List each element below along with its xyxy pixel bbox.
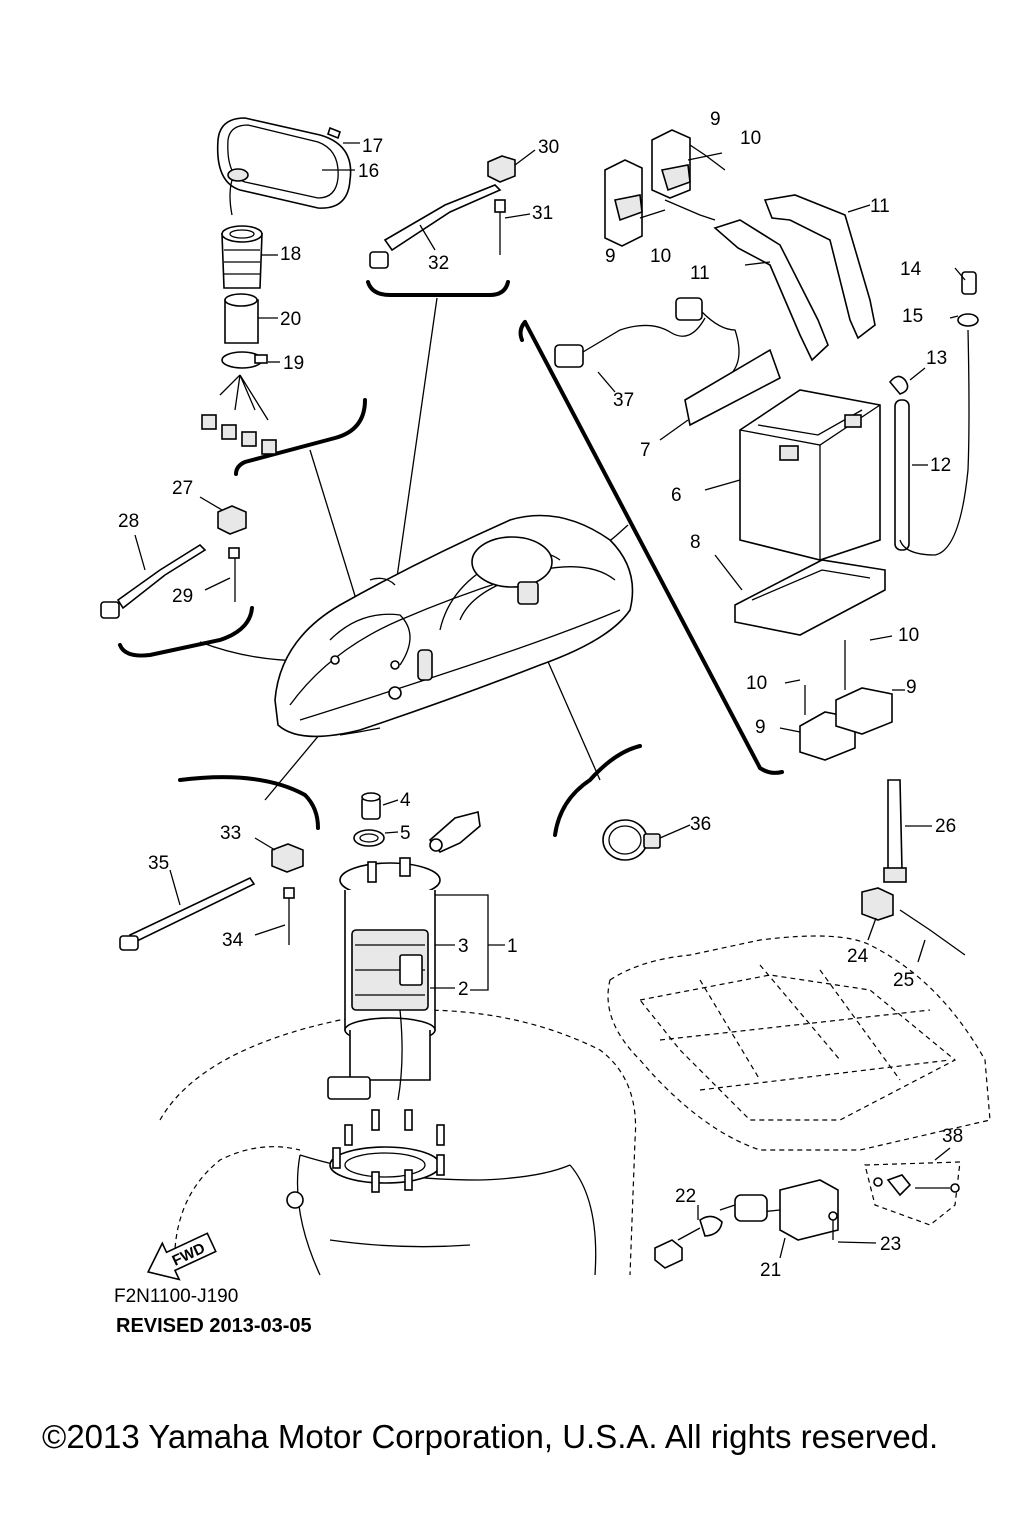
- callout-1: 1: [507, 936, 518, 957]
- callout-32: 32: [428, 253, 449, 274]
- callout-24: 24: [847, 946, 869, 967]
- callout-9-lower: 9: [755, 717, 766, 738]
- callout-10-lower: 10: [746, 673, 767, 694]
- clip-rivet-band-top: [369, 149, 536, 269]
- callout-3: 3: [458, 936, 469, 957]
- callout-17: 17: [362, 136, 383, 157]
- battery-parts: [554, 129, 979, 761]
- band-clip-rivet-right: [861, 779, 966, 963]
- callout-26: 26: [935, 816, 956, 837]
- fwd-arrow: FWD: [146, 1232, 217, 1281]
- callout-14: 14: [900, 259, 922, 280]
- fuel-fittings: [353, 792, 481, 853]
- revised-date: REVISED 2013-03-05: [116, 1315, 312, 1337]
- callout-19: 19: [283, 353, 304, 374]
- callout-12: 12: [930, 455, 951, 476]
- callout-10-top: 10: [740, 128, 761, 149]
- callout-numbers: 17 16 18 20 19 30 31 32 27 28 29 9 10 9 …: [118, 109, 963, 1281]
- callout-9-top: 9: [710, 109, 721, 130]
- callout-36: 36: [690, 814, 711, 835]
- switch-assembly: [654, 1147, 961, 1269]
- callout-29: 29: [172, 586, 193, 607]
- callout-25: 25: [893, 970, 914, 991]
- watercraft-illustration: [274, 514, 634, 738]
- callout-34: 34: [222, 930, 244, 951]
- clip-rivet-band-lower: [119, 837, 304, 951]
- copyright-notice: ©2013 Yamaha Motor Corporation, U.S.A. A…: [42, 1418, 938, 1455]
- callout-2: 2: [458, 979, 469, 1000]
- hull-liner-illustration: [607, 935, 991, 1151]
- fuel-sender-parts: [201, 117, 352, 455]
- fuel-pump-assembly: [327, 857, 505, 1101]
- callout-22: 22: [675, 1186, 696, 1207]
- group-brackets: [118, 280, 784, 837]
- callout-13: 13: [926, 348, 947, 369]
- callout-16: 16: [358, 161, 379, 182]
- callout-10-right: 10: [898, 625, 919, 646]
- callout-5: 5: [400, 823, 411, 844]
- callout-33: 33: [220, 823, 241, 844]
- callout-31: 31: [532, 203, 553, 224]
- callout-8: 8: [690, 532, 701, 553]
- callout-35: 35: [148, 853, 169, 874]
- callout-11-left: 11: [690, 263, 710, 284]
- callout-11-right: 11: [870, 196, 890, 217]
- callout-37: 37: [613, 390, 634, 411]
- callout-28: 28: [118, 511, 139, 532]
- fuel-sender-leaders: [258, 142, 360, 363]
- callout-27: 27: [172, 478, 193, 499]
- callout-20: 20: [280, 309, 301, 330]
- callout-6: 6: [671, 485, 682, 506]
- band-36: [602, 819, 691, 861]
- callout-10-left: 10: [650, 246, 671, 267]
- callout-18: 18: [280, 244, 301, 265]
- callout-9-right: 9: [906, 677, 917, 698]
- clip-rivet-band-left: [100, 496, 247, 619]
- callout-23: 23: [880, 1234, 901, 1255]
- diagram-code: F2N1100-J190: [114, 1286, 238, 1307]
- callout-30: 30: [538, 137, 559, 158]
- fuel-tank-studs: [332, 1109, 445, 1193]
- callout-15: 15: [902, 306, 923, 327]
- callout-4: 4: [400, 790, 411, 811]
- callout-7: 7: [640, 440, 651, 461]
- callout-38: 38: [942, 1126, 963, 1147]
- callout-9-left: 9: [605, 246, 616, 267]
- callout-21: 21: [760, 1260, 781, 1281]
